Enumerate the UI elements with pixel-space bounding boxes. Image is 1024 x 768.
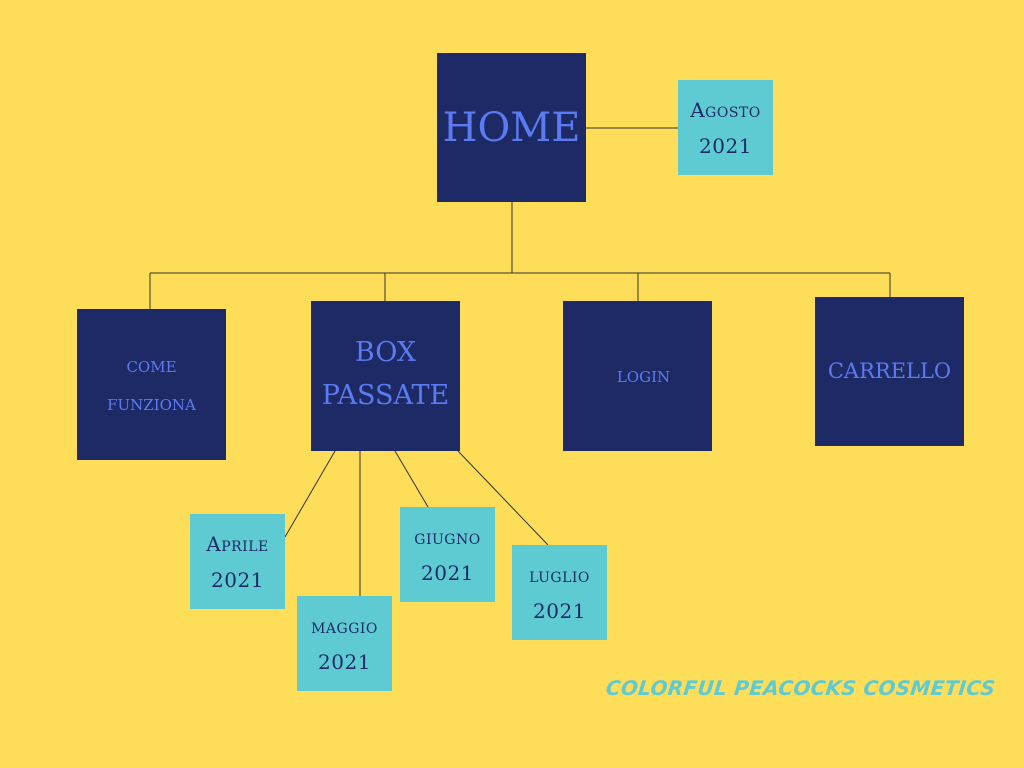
maggio-year-label: 2021 (318, 649, 371, 674)
box-to-giugno-line (394, 450, 429, 508)
carrello-label: CARRELLO (827, 359, 952, 383)
maggio-month-label: maggio (311, 613, 378, 638)
maggio-2021-box[interactable]: maggio 2021 (297, 596, 392, 691)
giugno-month-label: giugno (414, 524, 481, 549)
home-box[interactable]: HOME (437, 53, 586, 202)
come-funziona-box[interactable]: come funziona (77, 309, 226, 460)
box-label: BOX (354, 337, 417, 368)
home-label: HOME (442, 104, 581, 151)
passate-label: PASSATE (321, 380, 450, 412)
giugno-year-label: 2021 (421, 560, 474, 585)
giugno-2021-box[interactable]: giugno 2021 (400, 507, 495, 602)
luglio-2021-box[interactable]: luglio 2021 (512, 545, 607, 640)
box-passate-box[interactable]: BOX PASSATE (311, 301, 460, 451)
brand-wordmark: COLORFUL PEACOCKS COSMETICS (604, 676, 997, 700)
luglio-month-label: luglio (529, 562, 590, 587)
come-label: come (126, 352, 177, 377)
agosto-month-label: Agosto (690, 97, 761, 122)
box-to-aprile-line (284, 450, 336, 538)
agosto-year-label: 2021 (699, 133, 752, 158)
box-to-luglio-line (457, 450, 549, 546)
carrello-box[interactable]: CARRELLO (815, 297, 964, 446)
aprile-month-label: Aprile (206, 531, 269, 556)
funziona-label: funziona (107, 390, 196, 415)
login-box[interactable]: login (563, 301, 712, 451)
aprile-year-label: 2021 (211, 567, 264, 592)
agosto-2021-box: Agosto 2021 (678, 80, 773, 175)
luglio-year-label: 2021 (533, 598, 586, 623)
login-label: login (616, 363, 671, 388)
aprile-2021-box[interactable]: Aprile 2021 (190, 514, 285, 609)
